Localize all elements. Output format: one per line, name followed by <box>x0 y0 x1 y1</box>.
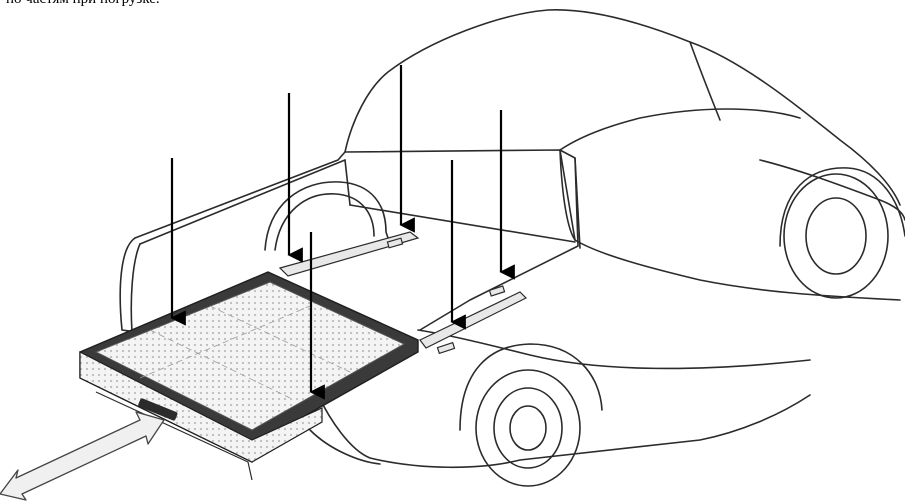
rear-wheel-hub <box>509 405 547 451</box>
cab-side <box>574 239 901 301</box>
rear-bumper-line <box>309 429 381 465</box>
rear-quarter-panel <box>317 394 811 469</box>
bed-left-side <box>119 237 137 333</box>
rail-near <box>419 291 528 349</box>
bed-corner-post <box>574 157 581 249</box>
caption-text: по частям при погрузке. <box>6 0 160 8</box>
bed-floor-far-edge <box>349 204 576 243</box>
rear-wheel-outer <box>475 369 581 487</box>
bed-slide-tray <box>79 271 419 481</box>
bed-rail-far <box>134 151 346 239</box>
tray-deck <box>94 281 406 431</box>
rail-near-bracket-a <box>436 341 456 355</box>
rail-near-bracket-b <box>488 285 506 297</box>
cab-rear-pillar <box>559 108 801 151</box>
front-fender <box>759 159 905 221</box>
body-side-crease <box>417 329 811 370</box>
bed-inner-far <box>139 159 346 245</box>
door-line <box>559 149 576 241</box>
tray-handle <box>138 398 178 421</box>
mounting-point-arrows <box>170 65 515 400</box>
rear-wheel-inner <box>493 387 563 469</box>
rear-wheel-arch <box>459 343 603 431</box>
rail-far <box>278 231 420 277</box>
slide-direction-arrow <box>0 411 165 501</box>
rail-far-bracket <box>386 237 404 249</box>
bed-left-side-inner <box>130 243 141 333</box>
cab-back-wall <box>344 149 576 241</box>
front-wheel-inner <box>805 197 867 275</box>
front-wheel-outer <box>783 173 889 299</box>
wheel-well-hump-inner <box>274 193 375 251</box>
front-wheel-arch <box>779 167 905 247</box>
tray-end-cap <box>79 351 323 463</box>
windshield-edge <box>689 41 721 121</box>
pickup-truck-drawing <box>119 9 905 487</box>
wheel-well-hump <box>264 181 389 251</box>
bed-rail-near <box>419 149 579 331</box>
cab-roof-line <box>344 9 901 206</box>
bed-slide-rails <box>278 231 528 355</box>
